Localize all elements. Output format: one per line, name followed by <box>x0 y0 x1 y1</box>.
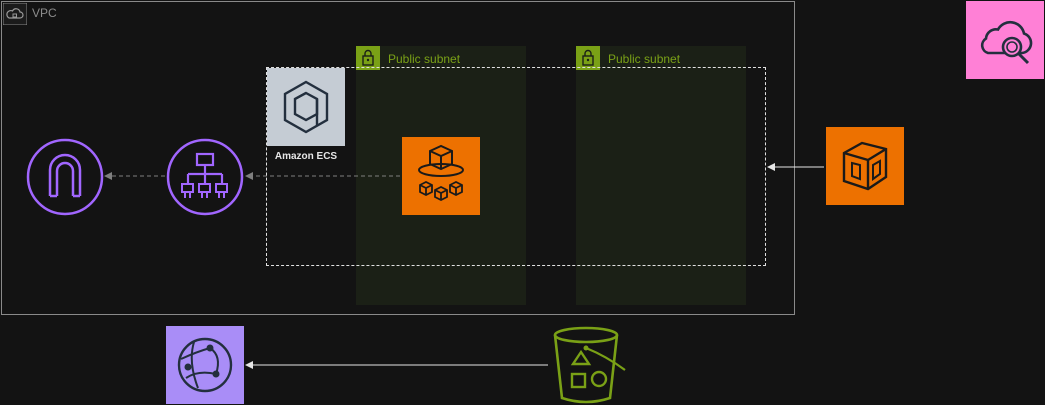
amazon-cloudfront-icon <box>166 326 244 404</box>
subnet-label-2: Public subnet <box>608 52 681 66</box>
vpc-group <box>1 1 795 315</box>
lock-icon <box>356 46 380 70</box>
amazon-s3-bucket-icon <box>551 326 629 405</box>
ecs-label: Amazon ECS <box>274 151 338 162</box>
aws-fargate-icon <box>402 137 480 215</box>
amazon-ecs-icon <box>267 68 345 146</box>
amazon-inspector-icon <box>966 1 1044 79</box>
internet-gateway-icon <box>26 138 104 216</box>
vpc-cloud-icon <box>3 3 27 25</box>
ecs-cluster-group <box>266 67 766 266</box>
lock-icon <box>576 46 600 70</box>
vpc-label: VPC <box>32 6 57 20</box>
public-subnet-2 <box>576 46 746 305</box>
application-load-balancer-icon <box>166 138 244 216</box>
amazon-ecr-icon <box>826 127 904 205</box>
subnet-label-1: Public subnet <box>388 52 461 66</box>
